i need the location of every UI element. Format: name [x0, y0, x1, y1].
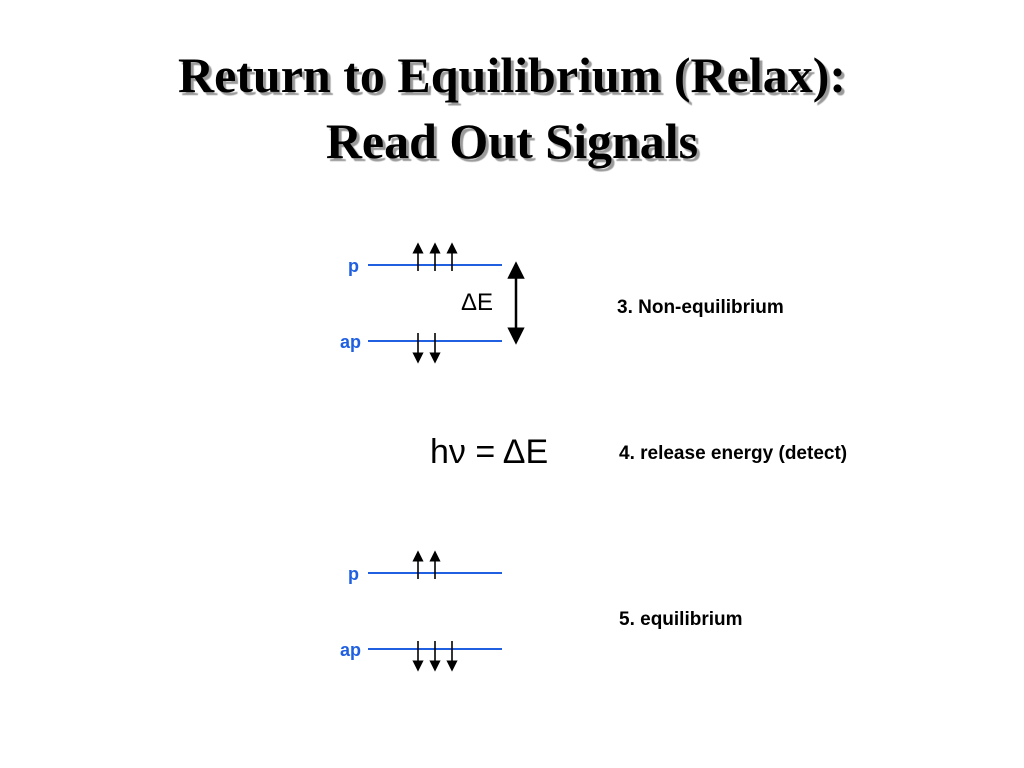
title-line-2: Read Out Signals	[325, 113, 699, 169]
p-level-label-2: p	[348, 564, 359, 584]
ap-spins-down-1	[412, 333, 441, 364]
slide-title: Return to Equilibrium (Relax): Read Out …	[0, 42, 1024, 174]
p-spins-up-2	[412, 550, 441, 579]
ap-level-label-2: ap	[340, 640, 361, 660]
energy-equation: hν = ΔE	[430, 433, 548, 471]
caption-equilibrium: 5. equilibrium	[619, 609, 743, 630]
caption-non-equilibrium: 3. Non-equilibrium	[617, 297, 784, 318]
ap-level-label-1: ap	[340, 332, 361, 352]
ap-spins-down-2	[412, 641, 458, 672]
p-spins-up-1	[412, 242, 458, 271]
caption-release-energy: 4. release energy (detect)	[619, 443, 847, 464]
p-level-label-1: p	[348, 256, 359, 276]
title-line-1: Return to Equilibrium (Relax):	[177, 47, 847, 103]
delta-e-label: ΔE	[461, 289, 493, 316]
